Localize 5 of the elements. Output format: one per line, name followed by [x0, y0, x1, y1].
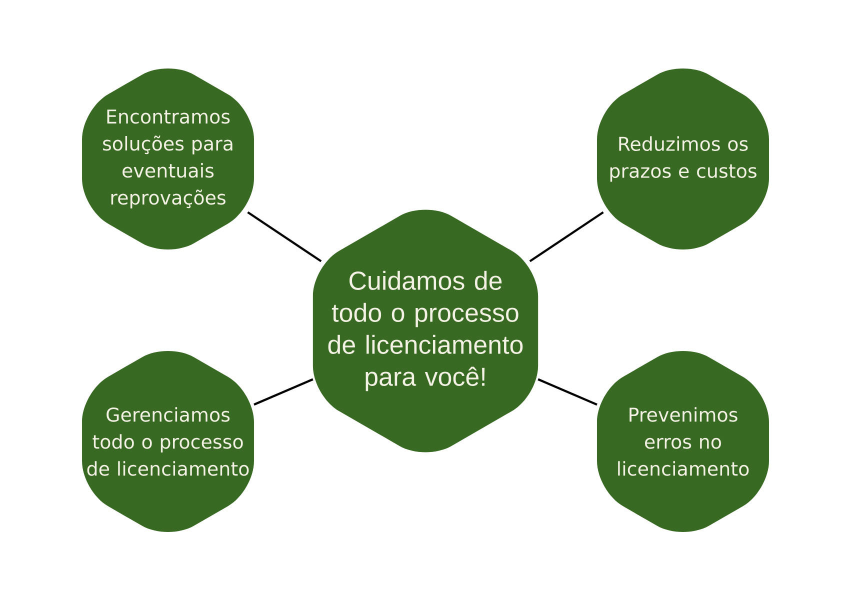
connector-line — [538, 378, 598, 406]
connector-line — [247, 211, 322, 262]
hexagon: Cuidamos de todo o processo de licenciamento para você! — [312, 210, 538, 452]
connector-line — [529, 211, 604, 262]
connector-line — [254, 378, 314, 406]
